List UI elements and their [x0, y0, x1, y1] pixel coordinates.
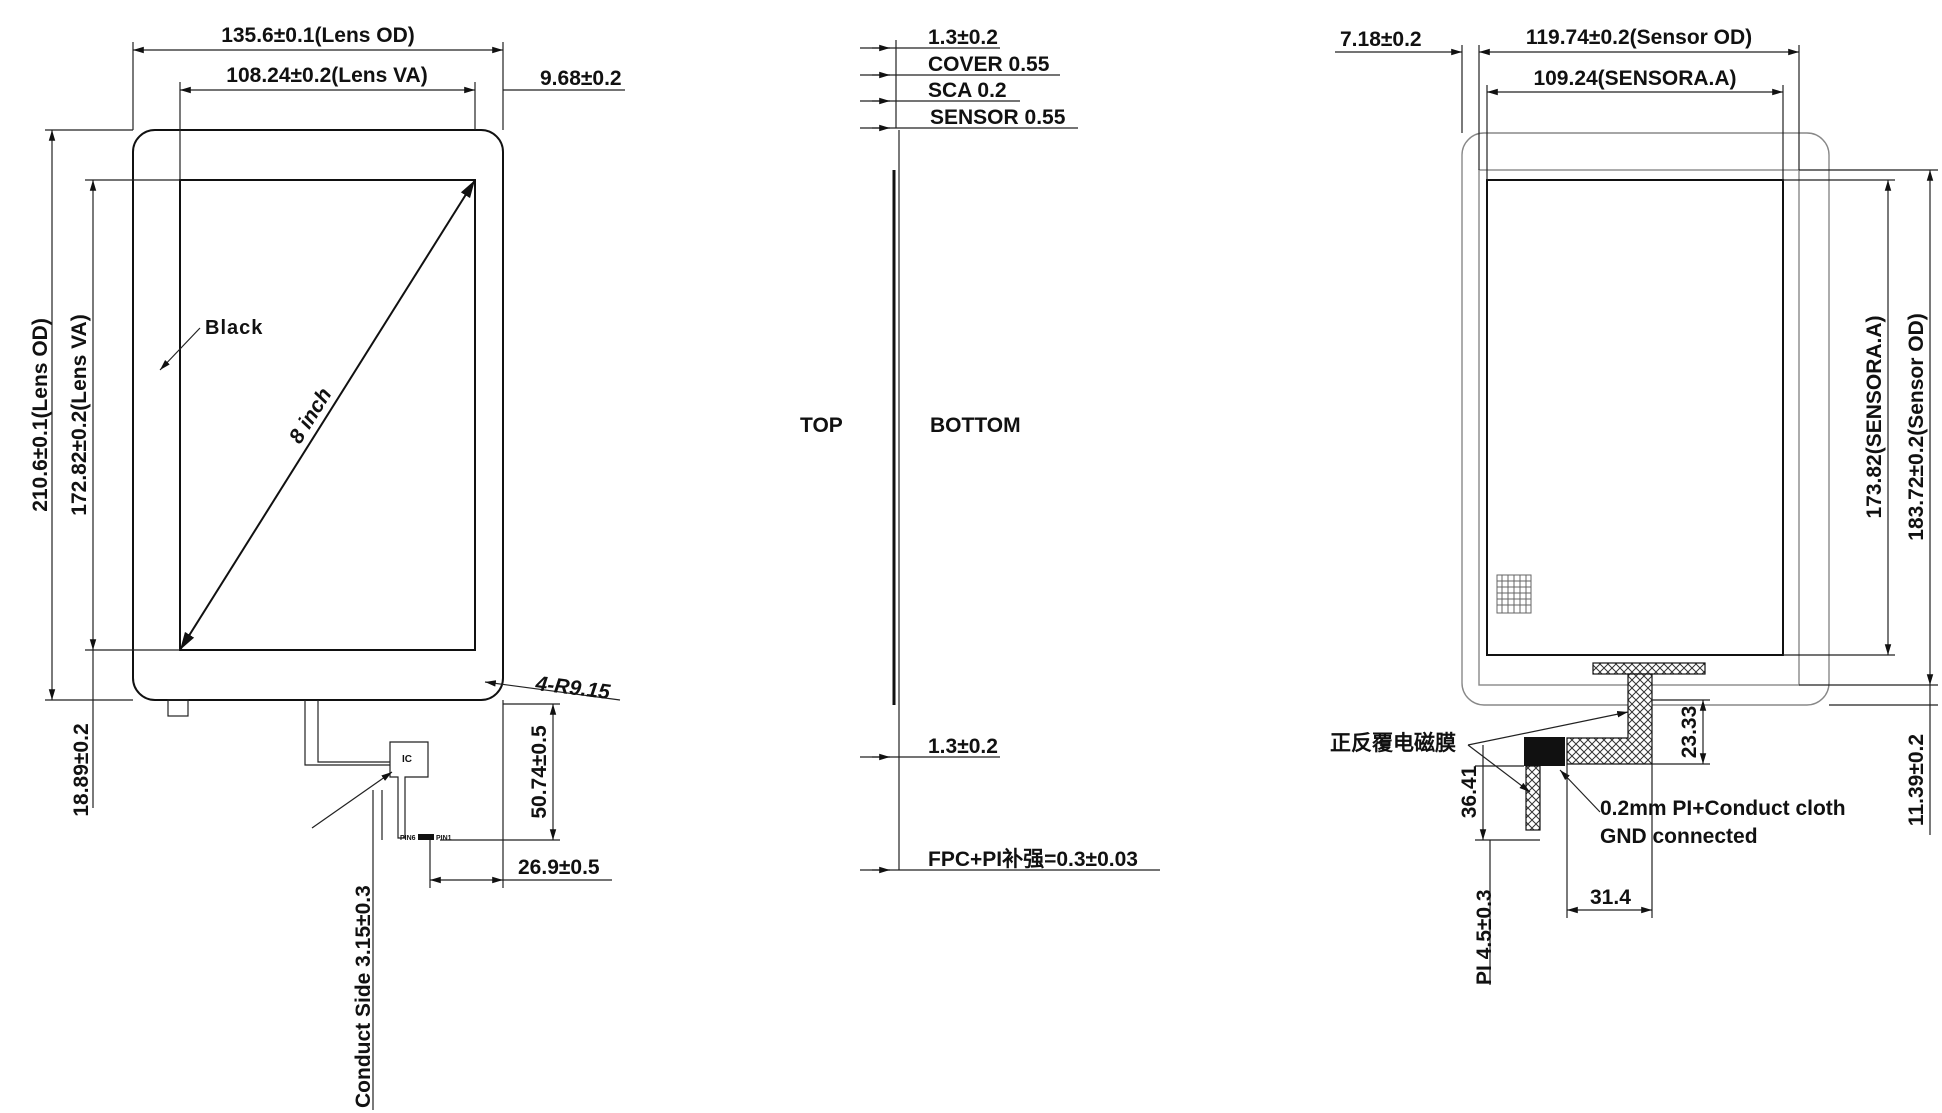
- lens-va-width-text: 108.24±0.2(Lens VA): [226, 64, 427, 87]
- back-sensor-aa-text: 109.24(SENSORA.A): [1533, 67, 1736, 90]
- back-left-offset-text: 7.18±0.2: [1340, 28, 1422, 51]
- back-bottom-offset-text: 11.39±0.2: [1905, 734, 1928, 826]
- black-leader: [159, 327, 201, 371]
- front-view: 8 inch 135.6±0.1(Lens OD) 108.24±0.2(Len…: [29, 24, 625, 1110]
- fpc-connector: [1592, 662, 1706, 675]
- lens-od-height-text: 210.6±0.1(Lens OD): [29, 318, 52, 512]
- back-view: 7.18±0.2 119.74±0.2(Sensor OD) 109.24(SE…: [1330, 26, 1938, 985]
- lens-va-height-text: 172.82±0.2(Lens VA): [68, 314, 91, 515]
- sensor-grid-mark: [1496, 574, 1532, 614]
- fpc-drop-text: 23.33: [1678, 706, 1701, 759]
- fpc-offset-text: 26.9±0.5: [518, 856, 600, 879]
- pi-cloth-line1: 0.2mm PI+Conduct cloth: [1600, 797, 1846, 820]
- fpc-side-text: 36.41: [1458, 765, 1481, 818]
- back-aa-height-text: 173.82(SENSORA.A): [1863, 315, 1886, 518]
- pi-cloth-line2: GND connected: [1600, 825, 1758, 848]
- corner-radius-text: 4-R9.15: [533, 672, 611, 704]
- front-stub: [167, 699, 189, 717]
- lens-od-width-text: 135.6±0.1(Lens OD): [221, 24, 415, 47]
- side-view: 1.3±0.2 COVER 0.55 SCA 0.2 SENSOR 0.55 T…: [800, 26, 1160, 874]
- pin-left-label: PIN6: [400, 835, 416, 842]
- side-fpc-text: FPC+PI补强=0.3±0.03: [928, 848, 1138, 871]
- side-bottom-label: BOTTOM: [930, 414, 1021, 437]
- pi-cloth-leader: [1559, 769, 1601, 813]
- conduct-side-text: Conduct Side 3.15±0.3: [352, 885, 375, 1108]
- pin-strip: [418, 834, 434, 840]
- right-offset-text: 9.68±0.2: [540, 67, 622, 90]
- diagonal-label: 8 inch: [285, 384, 337, 448]
- emi-leader-2: [1467, 744, 1531, 793]
- fpc-pi-strip: [1525, 765, 1541, 831]
- side-sca-text: SCA 0.2: [928, 79, 1007, 102]
- fpc-length-text: 50.74±0.5: [528, 725, 551, 819]
- fpc-stiffener: [1524, 737, 1565, 766]
- side-sensor-text: SENSOR 0.55: [930, 106, 1066, 129]
- back-sensor-od-text: 119.74±0.2(Sensor OD): [1526, 26, 1752, 49]
- side-cover-text: COVER 0.55: [928, 53, 1050, 76]
- ic-leader: [311, 771, 393, 829]
- bottom-border-text: 18.89±0.2: [70, 723, 93, 816]
- corner-radius-leader: [484, 680, 621, 701]
- black-label: Black: [205, 317, 263, 339]
- front-fpc-tail: [304, 700, 429, 839]
- side-top-label: TOP: [800, 414, 843, 437]
- sensor-aa-outline: [1486, 179, 1784, 656]
- back-lens-outline: [1461, 132, 1830, 706]
- sensor-od-outline: [1478, 169, 1800, 686]
- emi-film-label: 正反覆电磁膜: [1330, 731, 1456, 755]
- side-top-gap-text: 1.3±0.2: [928, 26, 998, 49]
- back-od-height-text: 183.72±0.2(Sensor OD): [1905, 313, 1928, 540]
- diagonal-arrow: [179, 179, 476, 651]
- pin-right-label: PIN1: [436, 835, 452, 842]
- fpc-tail: [1566, 673, 1653, 765]
- fpc-width-text: 31.4: [1590, 886, 1631, 909]
- ic-label: IC: [402, 754, 412, 765]
- side-bottom-gap-text: 1.3±0.2: [928, 735, 998, 758]
- pi-thickness-text: PI 4.5±0.3: [1473, 889, 1496, 985]
- emi-leader-1: [1467, 711, 1629, 746]
